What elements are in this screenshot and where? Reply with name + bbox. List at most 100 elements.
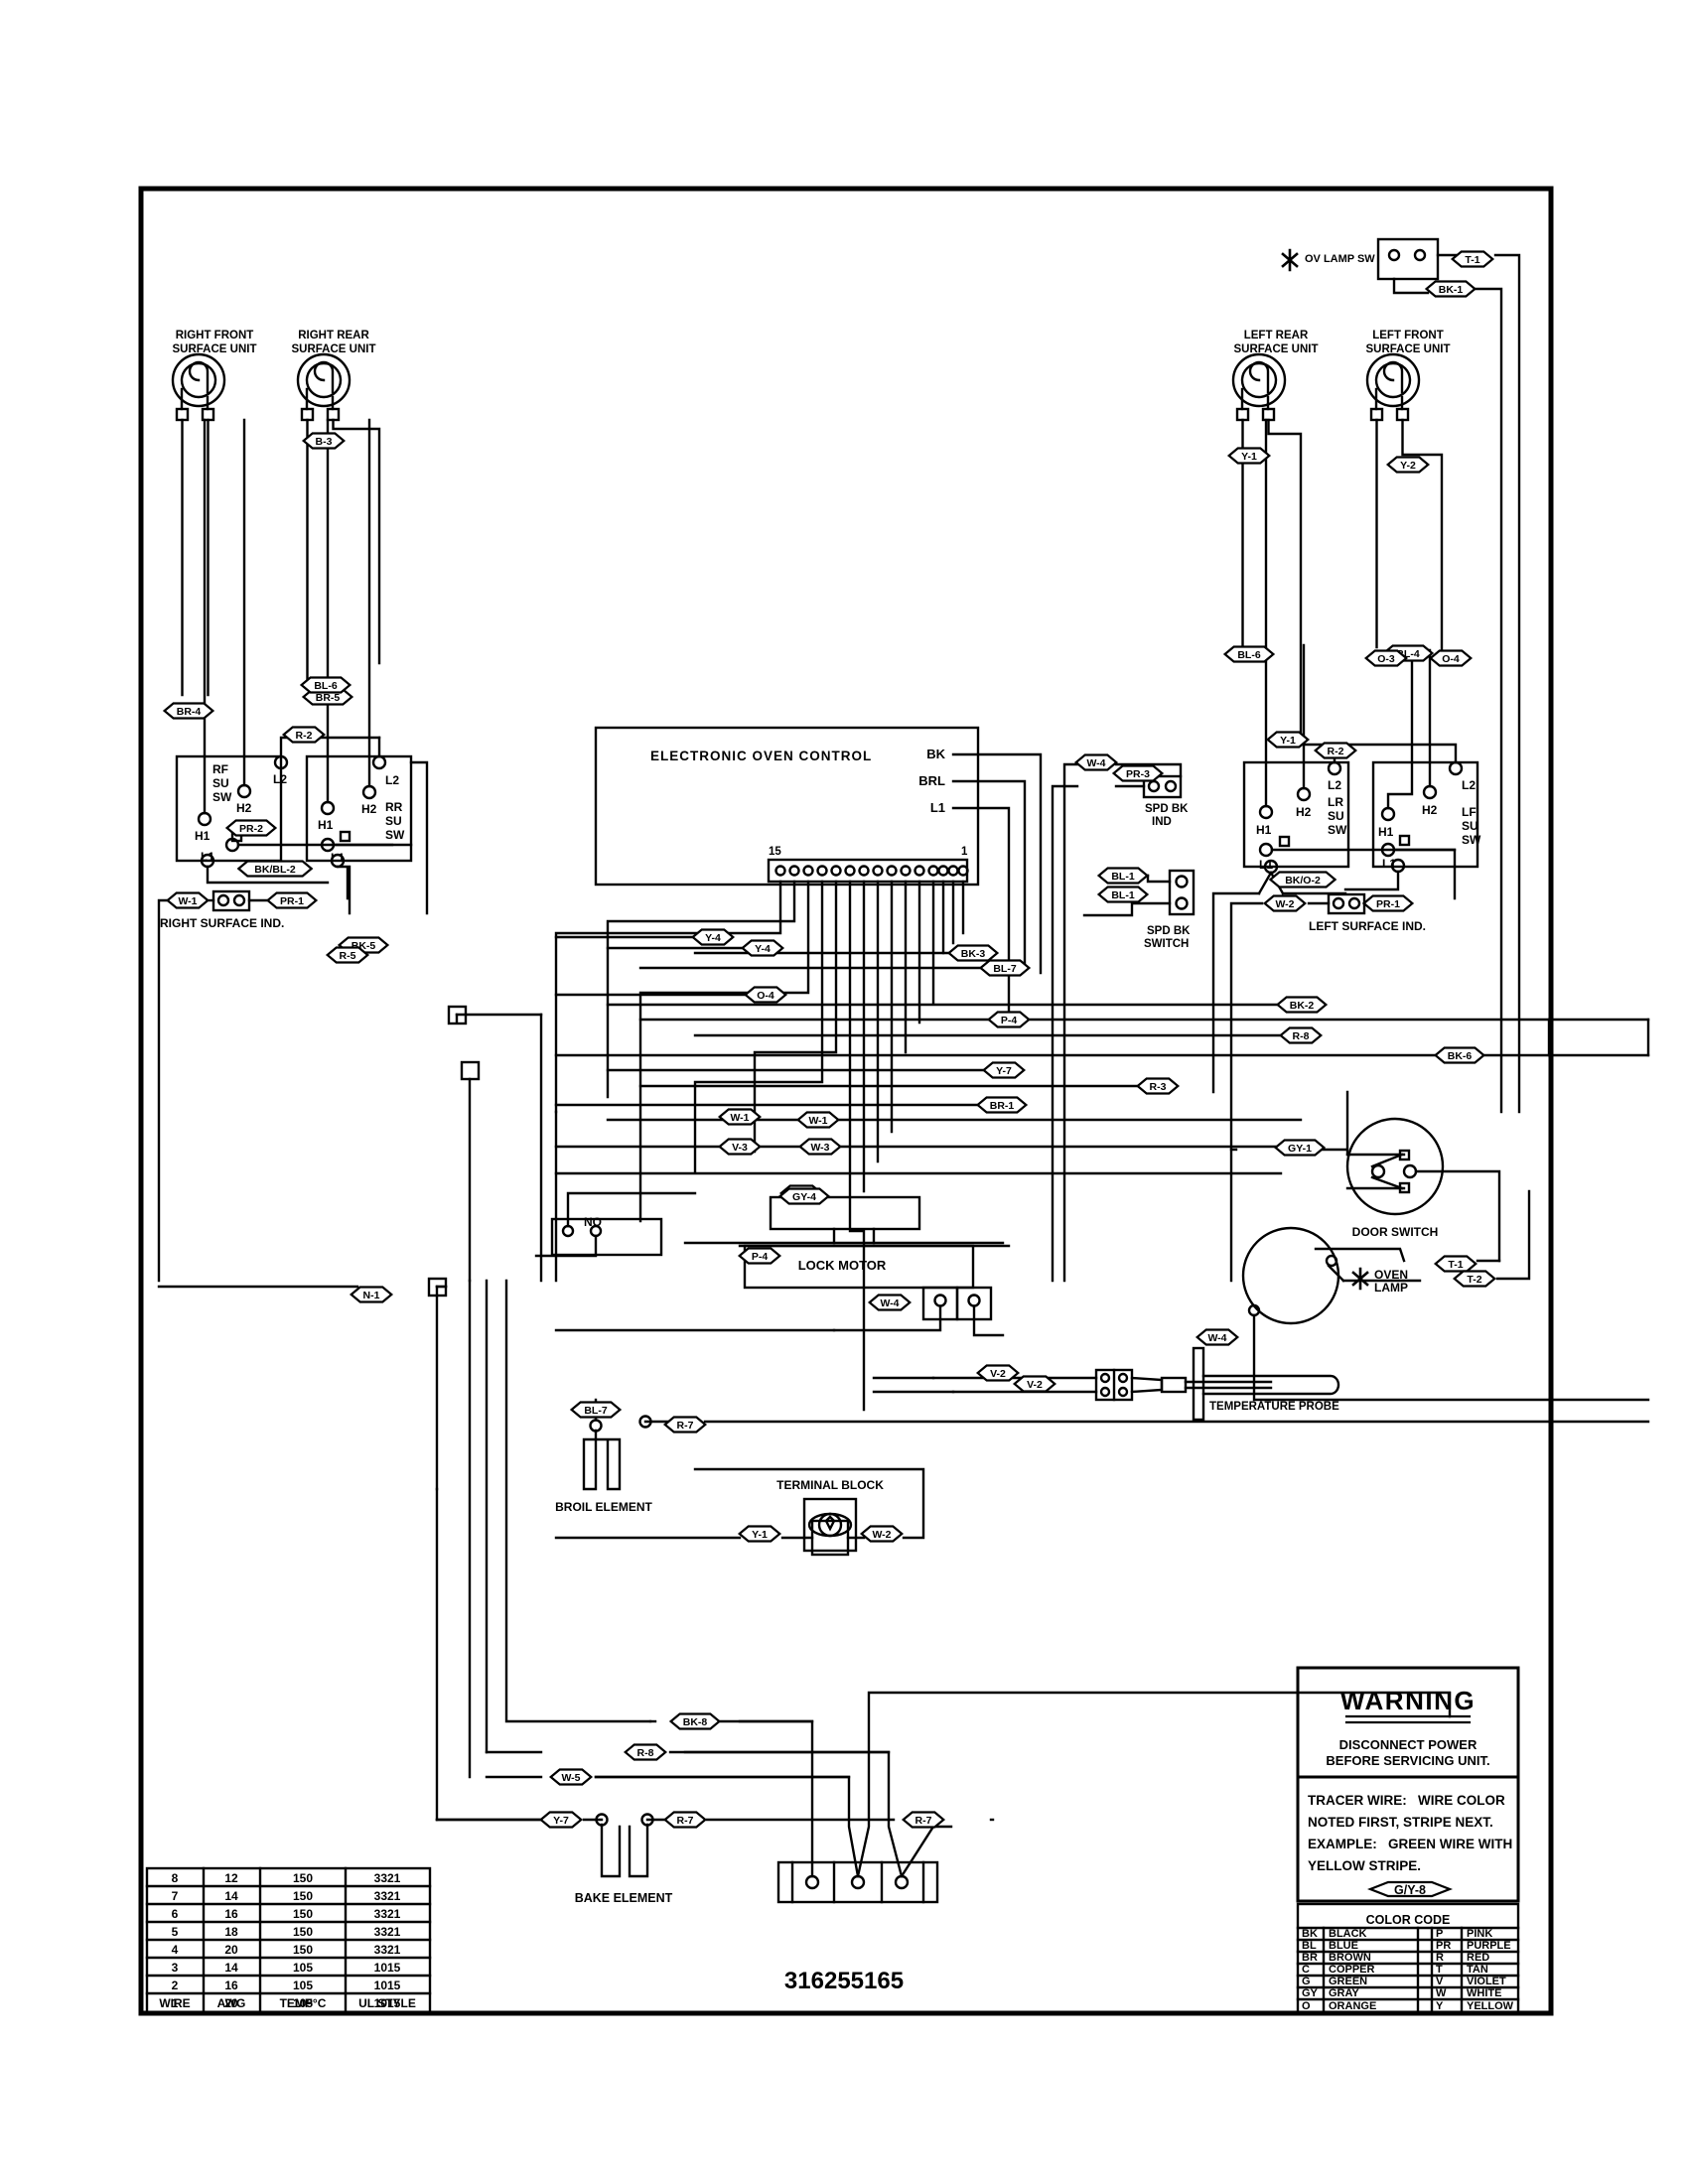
rr-su-l1: L1 xyxy=(331,851,345,865)
electronic-oven-control[interactable] xyxy=(594,726,980,887)
rr-su-h1: H1 xyxy=(318,818,334,832)
wire-tag: V-2 xyxy=(975,1364,1021,1382)
wire-tag-label: BK-1 xyxy=(1439,284,1464,296)
wire-tag-outline xyxy=(1424,280,1477,298)
wire-tag: BK-1 xyxy=(1424,280,1477,298)
lf-su-h2: H2 xyxy=(1422,803,1438,817)
cc-code-w: W xyxy=(1436,1987,1447,1999)
wire-tag-outline xyxy=(236,860,314,878)
wire-tag-outline xyxy=(1363,649,1409,667)
wire-tag-outline xyxy=(1273,1139,1327,1157)
wire-tag-label: W-2 xyxy=(1275,898,1294,910)
example-wire-tag xyxy=(1366,1880,1454,1898)
wire-tag-outline xyxy=(538,1811,584,1829)
wire-tag: P-4 xyxy=(737,1247,782,1265)
wire-tag: BK-6 xyxy=(1433,1046,1486,1064)
wire-tag-label: B-3 xyxy=(316,436,333,448)
bake-element-label: BAKE ELEMENT xyxy=(575,1891,673,1905)
eoc-connector[interactable] xyxy=(767,858,969,884)
wire-tag: O-3 xyxy=(1363,649,1409,667)
wire-tag-outline xyxy=(740,939,785,957)
wire-tag-label: V-2 xyxy=(1027,1379,1043,1391)
wire-tag-label: R-2 xyxy=(1328,746,1344,757)
lr-su-l2: L2 xyxy=(1328,778,1341,792)
lf-su-sw-box[interactable] xyxy=(1343,645,1479,900)
wire-tag-outline xyxy=(867,1294,913,1311)
wire-tag-outline xyxy=(737,1247,782,1265)
wire-tag-outline xyxy=(717,1108,763,1126)
rf-su-h2: H2 xyxy=(236,801,252,815)
wire-table-cell: 7 xyxy=(172,1889,179,1903)
wire-table-cell: 2 xyxy=(172,1979,179,1992)
wire-table-cell: 16 xyxy=(224,1979,238,1992)
rr-su-sw-box[interactable] xyxy=(305,418,429,915)
wire-table-cell: 5 xyxy=(172,1925,179,1939)
left-surface-ind xyxy=(1229,892,1372,1283)
wire-tag: BK-8 xyxy=(668,1712,722,1730)
wire-tag-label: W-4 xyxy=(1086,757,1105,769)
wire-tag: T-1 xyxy=(1450,250,1495,268)
lf-su-sw-l2: SU xyxy=(1462,819,1478,833)
spd-bk-ind xyxy=(1051,762,1183,1283)
wire-tag-label: R-7 xyxy=(677,1815,694,1827)
oven-lamp-sw-label: OV LAMP SW xyxy=(1305,253,1375,265)
cc-code-br: BR xyxy=(1302,1952,1318,1964)
left-rear-surface-unit xyxy=(1231,352,1303,742)
wire-table-cell: 150 xyxy=(293,1925,313,1939)
wire-tag-outline xyxy=(265,891,319,909)
temperature-probe-label: TEMPERATURE PROBE xyxy=(1209,1401,1339,1413)
wire-tag: T-2 xyxy=(1452,1270,1497,1288)
wire-tag-label: W-1 xyxy=(730,1112,749,1124)
wire-tag-label: Y-4 xyxy=(755,943,771,955)
wire-tag-label: BR-1 xyxy=(990,1100,1015,1112)
example-wire-tag-label: G/Y-8 xyxy=(1394,1883,1426,1897)
lock-motor-no-label: NO xyxy=(584,1215,602,1229)
left-surface-ind-label: LEFT SURFACE IND. xyxy=(1309,919,1426,933)
cc-code-g: G xyxy=(1302,1976,1311,1987)
wire-table-cell: 3 xyxy=(172,1961,179,1975)
rf-su-sw-l1: RF xyxy=(212,762,228,776)
eoc-line-l1 xyxy=(951,806,1011,1022)
right-front-surface-unit xyxy=(171,352,226,697)
cc-name-v: VIOLET xyxy=(1467,1976,1506,1987)
wire-tag-outline xyxy=(349,1286,394,1303)
wire-tag: O-4 xyxy=(743,986,788,1004)
lr-su-sw-box[interactable] xyxy=(1211,418,1457,1094)
wire-tag: P-4 xyxy=(986,1011,1032,1028)
wire-table-cell: 105 xyxy=(293,1979,313,1992)
oven-lamp-switch[interactable] xyxy=(1376,237,1521,1114)
wire-tag-outline xyxy=(1226,447,1272,465)
cc-name-bk: BLACK xyxy=(1329,1928,1367,1940)
wire-tag-outline xyxy=(1268,871,1337,888)
wire-tag-label: V-2 xyxy=(990,1368,1006,1380)
wire-tag-label: BL-7 xyxy=(993,963,1016,975)
wire-tag-label: T-2 xyxy=(1467,1274,1481,1286)
wire-tag-outline xyxy=(777,1187,831,1205)
wire-tag-outline xyxy=(1111,764,1165,782)
wire-tag-outline xyxy=(325,946,370,964)
wire-tag: PR-1 xyxy=(1361,894,1415,912)
cc-name-gy: GRAY xyxy=(1329,1987,1359,1999)
wire-tag-outline xyxy=(737,1525,782,1543)
wire-tag-outline xyxy=(1073,753,1119,771)
lr-su-h1: H1 xyxy=(1256,823,1272,837)
eoc-term-l1: L1 xyxy=(930,800,945,815)
cc-name-bl: BLUE xyxy=(1329,1940,1358,1952)
wire-col-temp: TEMP°C xyxy=(280,1996,327,2010)
wire-table-cell: 3321 xyxy=(374,1925,401,1939)
wire-tag-label: BL-7 xyxy=(584,1405,607,1417)
wire-tag: R-5 xyxy=(325,946,370,964)
wire-tag-outline xyxy=(1195,1328,1240,1346)
door-switch[interactable] xyxy=(1229,1090,1501,1263)
lock-motor[interactable] xyxy=(534,1191,1011,1337)
left-rear-su-label-1: LEFT REAR xyxy=(1244,330,1309,341)
spd-bk-switch-l2: SWITCH xyxy=(1144,938,1189,950)
wire-tag-label: PR-1 xyxy=(1376,898,1400,910)
wire-table-cell: 1015 xyxy=(374,1996,401,2010)
left-trunk xyxy=(157,1005,558,1297)
wire-tag-outline xyxy=(165,891,211,909)
spd-bk-switch-l1: SPD BK xyxy=(1147,925,1191,937)
rf-su-sw-box[interactable] xyxy=(175,418,394,885)
wire-tag-label: GY-4 xyxy=(792,1191,816,1203)
wire-table-cell: 150 xyxy=(293,1907,313,1921)
